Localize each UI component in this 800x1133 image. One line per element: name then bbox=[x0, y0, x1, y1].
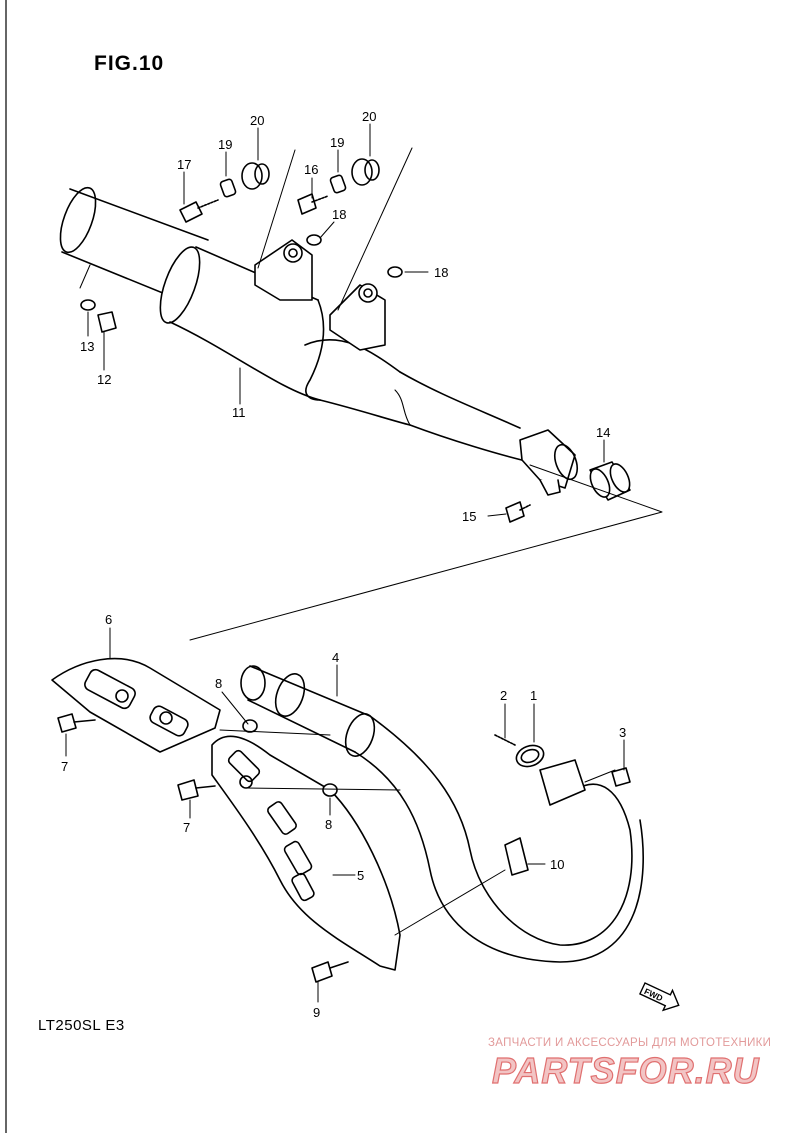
callout-17: 17 bbox=[177, 157, 191, 172]
callout-1: 1 bbox=[530, 688, 537, 703]
callout-13: 13 bbox=[80, 339, 94, 354]
callout-16: 16 bbox=[304, 162, 318, 177]
callout-8-upper: 8 bbox=[215, 676, 222, 691]
callout-3: 3 bbox=[619, 725, 626, 740]
muffler-part-11 bbox=[59, 186, 531, 463]
callout-5: 5 bbox=[357, 868, 364, 883]
callout-10: 10 bbox=[550, 857, 564, 872]
callout-labels: 1 2 3 4 5 6 7 7 8 8 9 10 11 12 13 14 15 … bbox=[61, 109, 626, 1020]
forward-arrow-icon: FWD bbox=[638, 982, 680, 1012]
watermark-logo: PARTSFOR.RU bbox=[491, 1050, 760, 1090]
heat-shield-part-5 bbox=[211, 735, 401, 971]
callout-19-right: 19 bbox=[330, 135, 344, 150]
callout-9: 9 bbox=[313, 1005, 320, 1020]
callout-2: 2 bbox=[500, 688, 507, 703]
watermark-caption: ЗАПЧАСТИ И АКСЕССУАРЫ ДЛЯ МОТОТЕХНИКИ bbox=[488, 1037, 772, 1049]
leader-lines bbox=[65, 123, 625, 1003]
hardware-lower bbox=[57, 713, 631, 983]
callout-18-upper: 18 bbox=[332, 207, 346, 222]
heat-shield-part-6 bbox=[51, 657, 221, 753]
callout-11: 11 bbox=[232, 405, 246, 420]
mount-bracket-right bbox=[329, 283, 386, 351]
callout-18-right: 18 bbox=[434, 265, 448, 280]
callout-20-left: 20 bbox=[250, 113, 264, 128]
watermark-logo-text: PARTSFOR.RU bbox=[492, 1050, 760, 1090]
assembly-lines-upper bbox=[79, 147, 663, 641]
tail-clamp bbox=[519, 429, 579, 496]
callout-12: 12 bbox=[97, 372, 111, 387]
gasket-part-14 bbox=[589, 461, 631, 501]
callout-4: 4 bbox=[332, 650, 339, 665]
exhaust-pipe-part-4 bbox=[240, 665, 644, 963]
callout-15: 15 bbox=[462, 509, 476, 524]
hardware-upper bbox=[80, 158, 531, 523]
callout-7-lower: 7 bbox=[183, 820, 190, 835]
callout-20-right: 20 bbox=[362, 109, 376, 124]
mount-bracket-left bbox=[254, 239, 313, 301]
assembly-lines-lower bbox=[219, 729, 616, 936]
callout-14: 14 bbox=[596, 425, 610, 440]
callout-8-lower: 8 bbox=[325, 817, 332, 832]
callout-19-left: 19 bbox=[218, 137, 232, 152]
callout-7-left: 7 bbox=[61, 759, 68, 774]
callout-6: 6 bbox=[105, 612, 112, 627]
figure-title: FIG.10 bbox=[94, 52, 165, 75]
model-code: LT250SL E3 bbox=[38, 1017, 125, 1034]
